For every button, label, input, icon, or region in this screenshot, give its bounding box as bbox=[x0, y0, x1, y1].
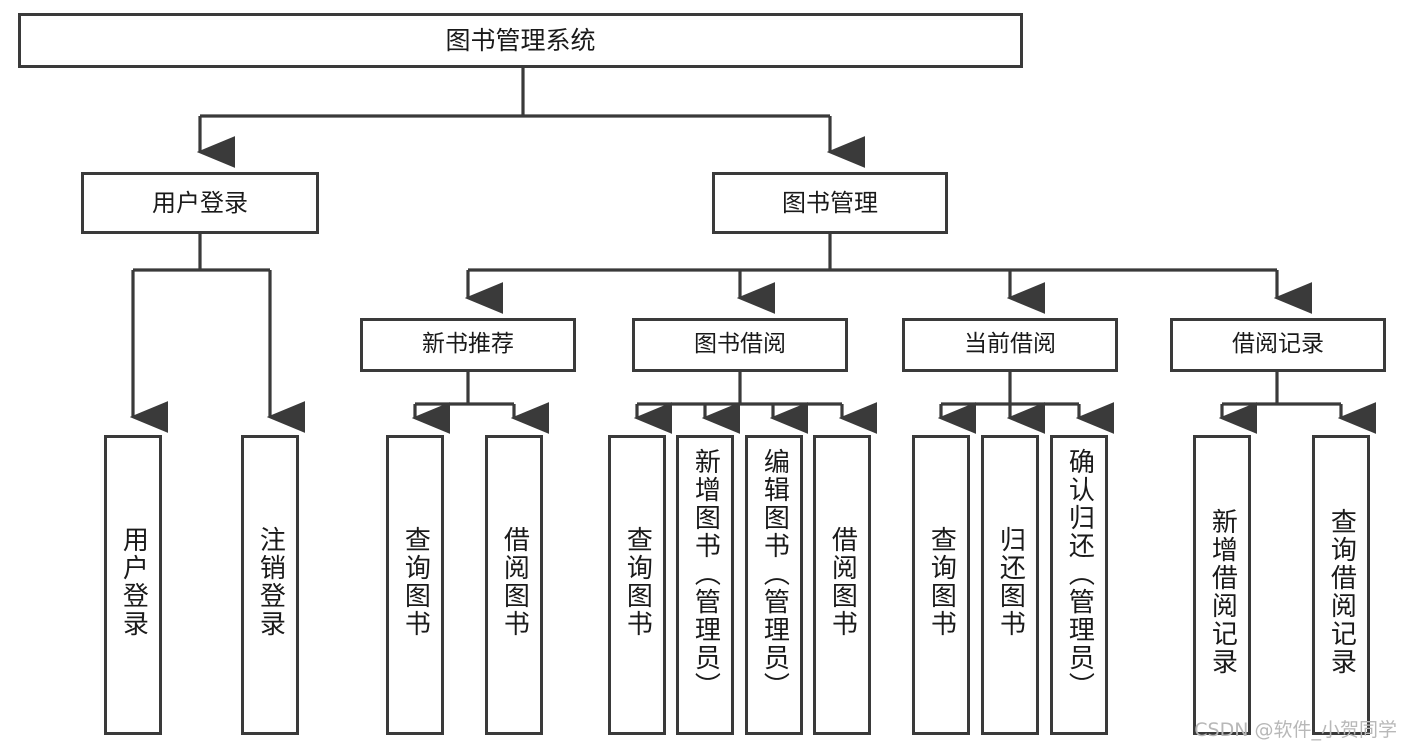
node-root-label: 图书管理系统 bbox=[445, 25, 596, 55]
leaf-confirm-return-label: 确认归还（管理员） bbox=[1064, 448, 1095, 700]
leaf-borrow-book-2-label: 借阅图书 bbox=[827, 526, 858, 638]
leaf-query-book-1-label: 查询图书 bbox=[400, 526, 431, 638]
node-current-borrow[interactable]: 当前借阅 bbox=[902, 318, 1118, 372]
leaf-edit-book-label: 编辑图书（管理员） bbox=[759, 448, 790, 700]
leaf-add-book[interactable]: 新增图书（管理员） bbox=[676, 435, 734, 735]
node-borrow-record-label: 借阅记录 bbox=[1232, 331, 1324, 358]
leaf-query-book-2-label: 查询图书 bbox=[622, 526, 653, 638]
leaf-query-book-3[interactable]: 查询图书 bbox=[912, 435, 970, 735]
leaf-query-book-2[interactable]: 查询图书 bbox=[608, 435, 666, 735]
node-root[interactable]: 图书管理系统 bbox=[18, 13, 1023, 68]
leaf-borrow-book-1[interactable]: 借阅图书 bbox=[485, 435, 543, 735]
node-current-borrow-label: 当前借阅 bbox=[964, 331, 1056, 358]
node-book-manage-label: 图书管理 bbox=[782, 188, 878, 217]
node-borrow-record[interactable]: 借阅记录 bbox=[1170, 318, 1386, 372]
leaf-return-book-label: 归还图书 bbox=[995, 526, 1026, 638]
leaf-query-book-1[interactable]: 查询图书 bbox=[386, 435, 444, 735]
node-user-login[interactable]: 用户登录 bbox=[81, 172, 319, 234]
leaf-user-login-label: 用户登录 bbox=[118, 526, 149, 638]
node-new-book-recommend-label: 新书推荐 bbox=[422, 331, 514, 358]
leaf-query-book-3-label: 查询图书 bbox=[926, 526, 957, 638]
node-book-borrow[interactable]: 图书借阅 bbox=[632, 318, 848, 372]
leaf-confirm-return[interactable]: 确认归还（管理员） bbox=[1050, 435, 1108, 735]
leaf-borrow-book-1-label: 借阅图书 bbox=[499, 526, 530, 638]
node-new-book-recommend[interactable]: 新书推荐 bbox=[360, 318, 576, 372]
leaf-return-book[interactable]: 归还图书 bbox=[981, 435, 1039, 735]
leaf-add-record-label: 新增借阅记录 bbox=[1207, 508, 1238, 676]
leaf-borrow-book-2[interactable]: 借阅图书 bbox=[813, 435, 871, 735]
leaf-logout-login-label: 注销登录 bbox=[255, 526, 286, 638]
leaf-query-record-label: 查询借阅记录 bbox=[1326, 508, 1357, 676]
leaf-add-book-label: 新增图书（管理员） bbox=[690, 448, 721, 700]
leaf-edit-book[interactable]: 编辑图书（管理员） bbox=[745, 435, 803, 735]
watermark: CSDN @软件_小贺同学 bbox=[1194, 719, 1397, 741]
node-user-login-label: 用户登录 bbox=[152, 188, 248, 217]
leaf-query-record[interactable]: 查询借阅记录 bbox=[1312, 435, 1370, 735]
node-book-manage[interactable]: 图书管理 bbox=[712, 172, 948, 234]
leaf-add-record[interactable]: 新增借阅记录 bbox=[1193, 435, 1251, 735]
node-book-borrow-label: 图书借阅 bbox=[694, 331, 786, 358]
leaf-logout-login[interactable]: 注销登录 bbox=[241, 435, 299, 735]
leaf-user-login[interactable]: 用户登录 bbox=[104, 435, 162, 735]
